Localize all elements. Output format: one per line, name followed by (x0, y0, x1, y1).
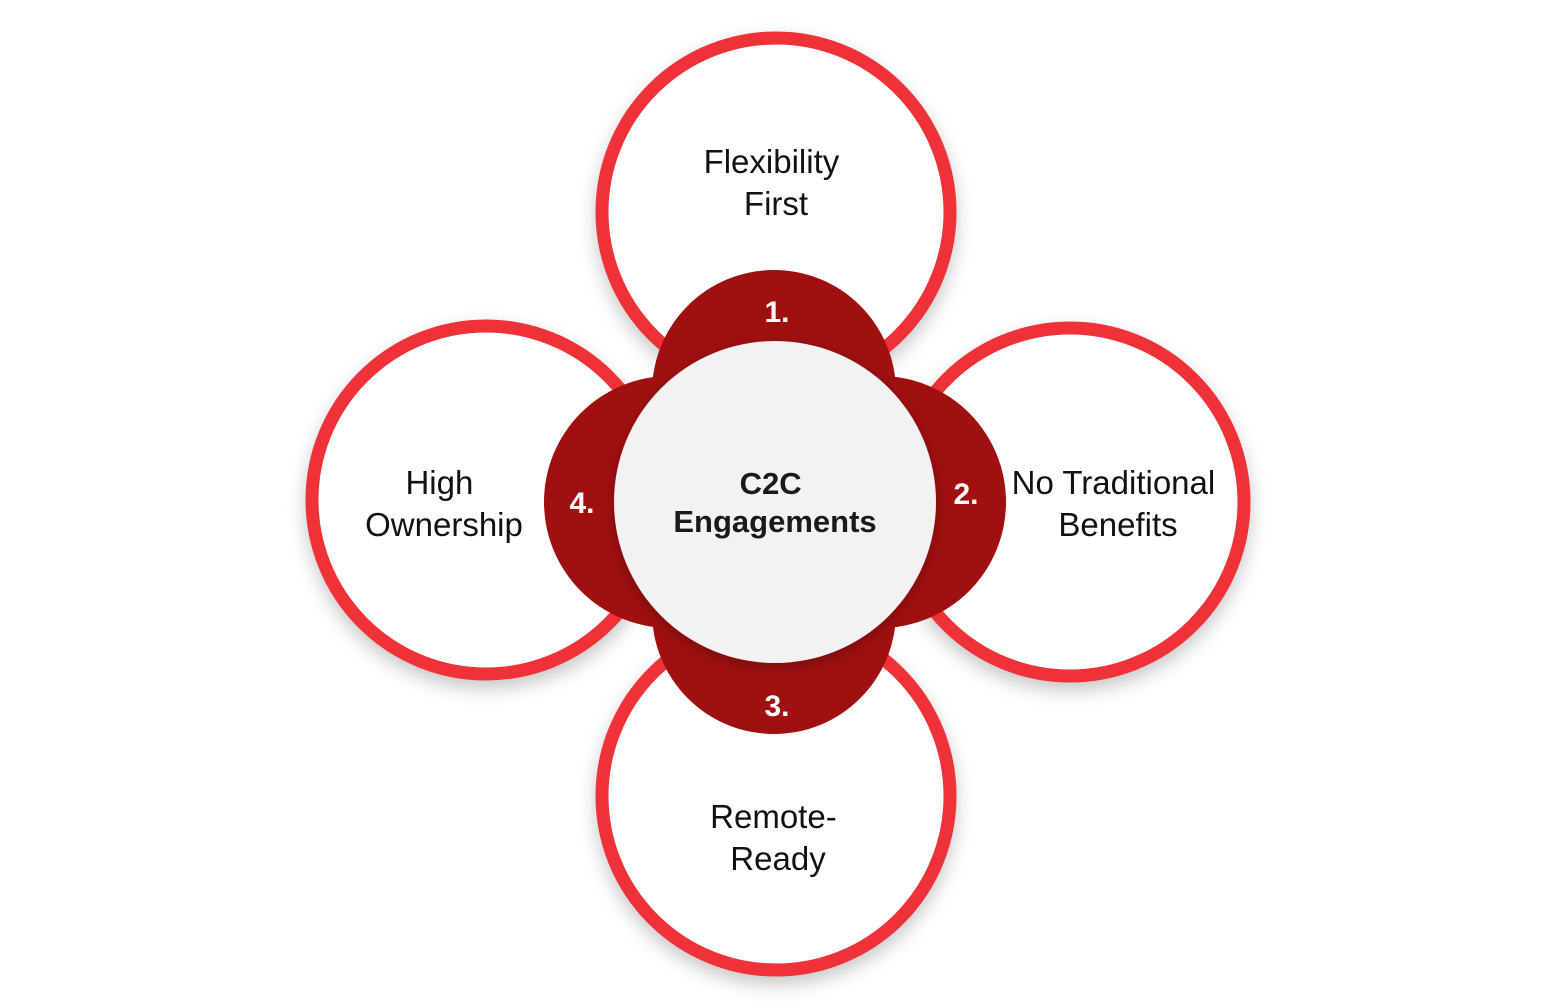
petal-right-line1: No Traditional (1012, 464, 1216, 501)
center-line1: C2C (740, 466, 802, 501)
petal-left: High Ownership (305, 319, 667, 681)
petal-right: No Traditional Benefits (889, 321, 1251, 683)
petal-top: Flexibility First (595, 31, 957, 393)
center-circle (614, 341, 936, 663)
petal-right-line2: Benefits (1058, 506, 1177, 543)
petal-bottom-label: Remote- Ready (710, 798, 846, 877)
petal-top-line1: Flexibility (704, 143, 840, 180)
number-1: 1. (764, 296, 789, 329)
petal-bottom: Remote- Ready (595, 615, 957, 977)
petal-left-line1: High (405, 464, 473, 501)
petal-left-line2: Ownership (365, 506, 523, 543)
petal-right-label: No Traditional Benefits (1012, 464, 1225, 543)
petal-left-label: High Ownership (365, 464, 523, 543)
petal-top-line2: First (744, 185, 808, 222)
number-4: 4. (569, 487, 594, 520)
center-node: C2C Engagements (614, 341, 936, 663)
petal-top-label: Flexibility First (704, 143, 849, 222)
petal-bottom-line1: Remote- (710, 798, 837, 835)
petal-bottom-line2: Ready (730, 840, 826, 877)
center-line2: Engagements (673, 504, 876, 539)
number-3: 3. (764, 690, 789, 723)
center-label: C2C Engagements (673, 466, 876, 539)
number-2: 2. (953, 478, 978, 511)
